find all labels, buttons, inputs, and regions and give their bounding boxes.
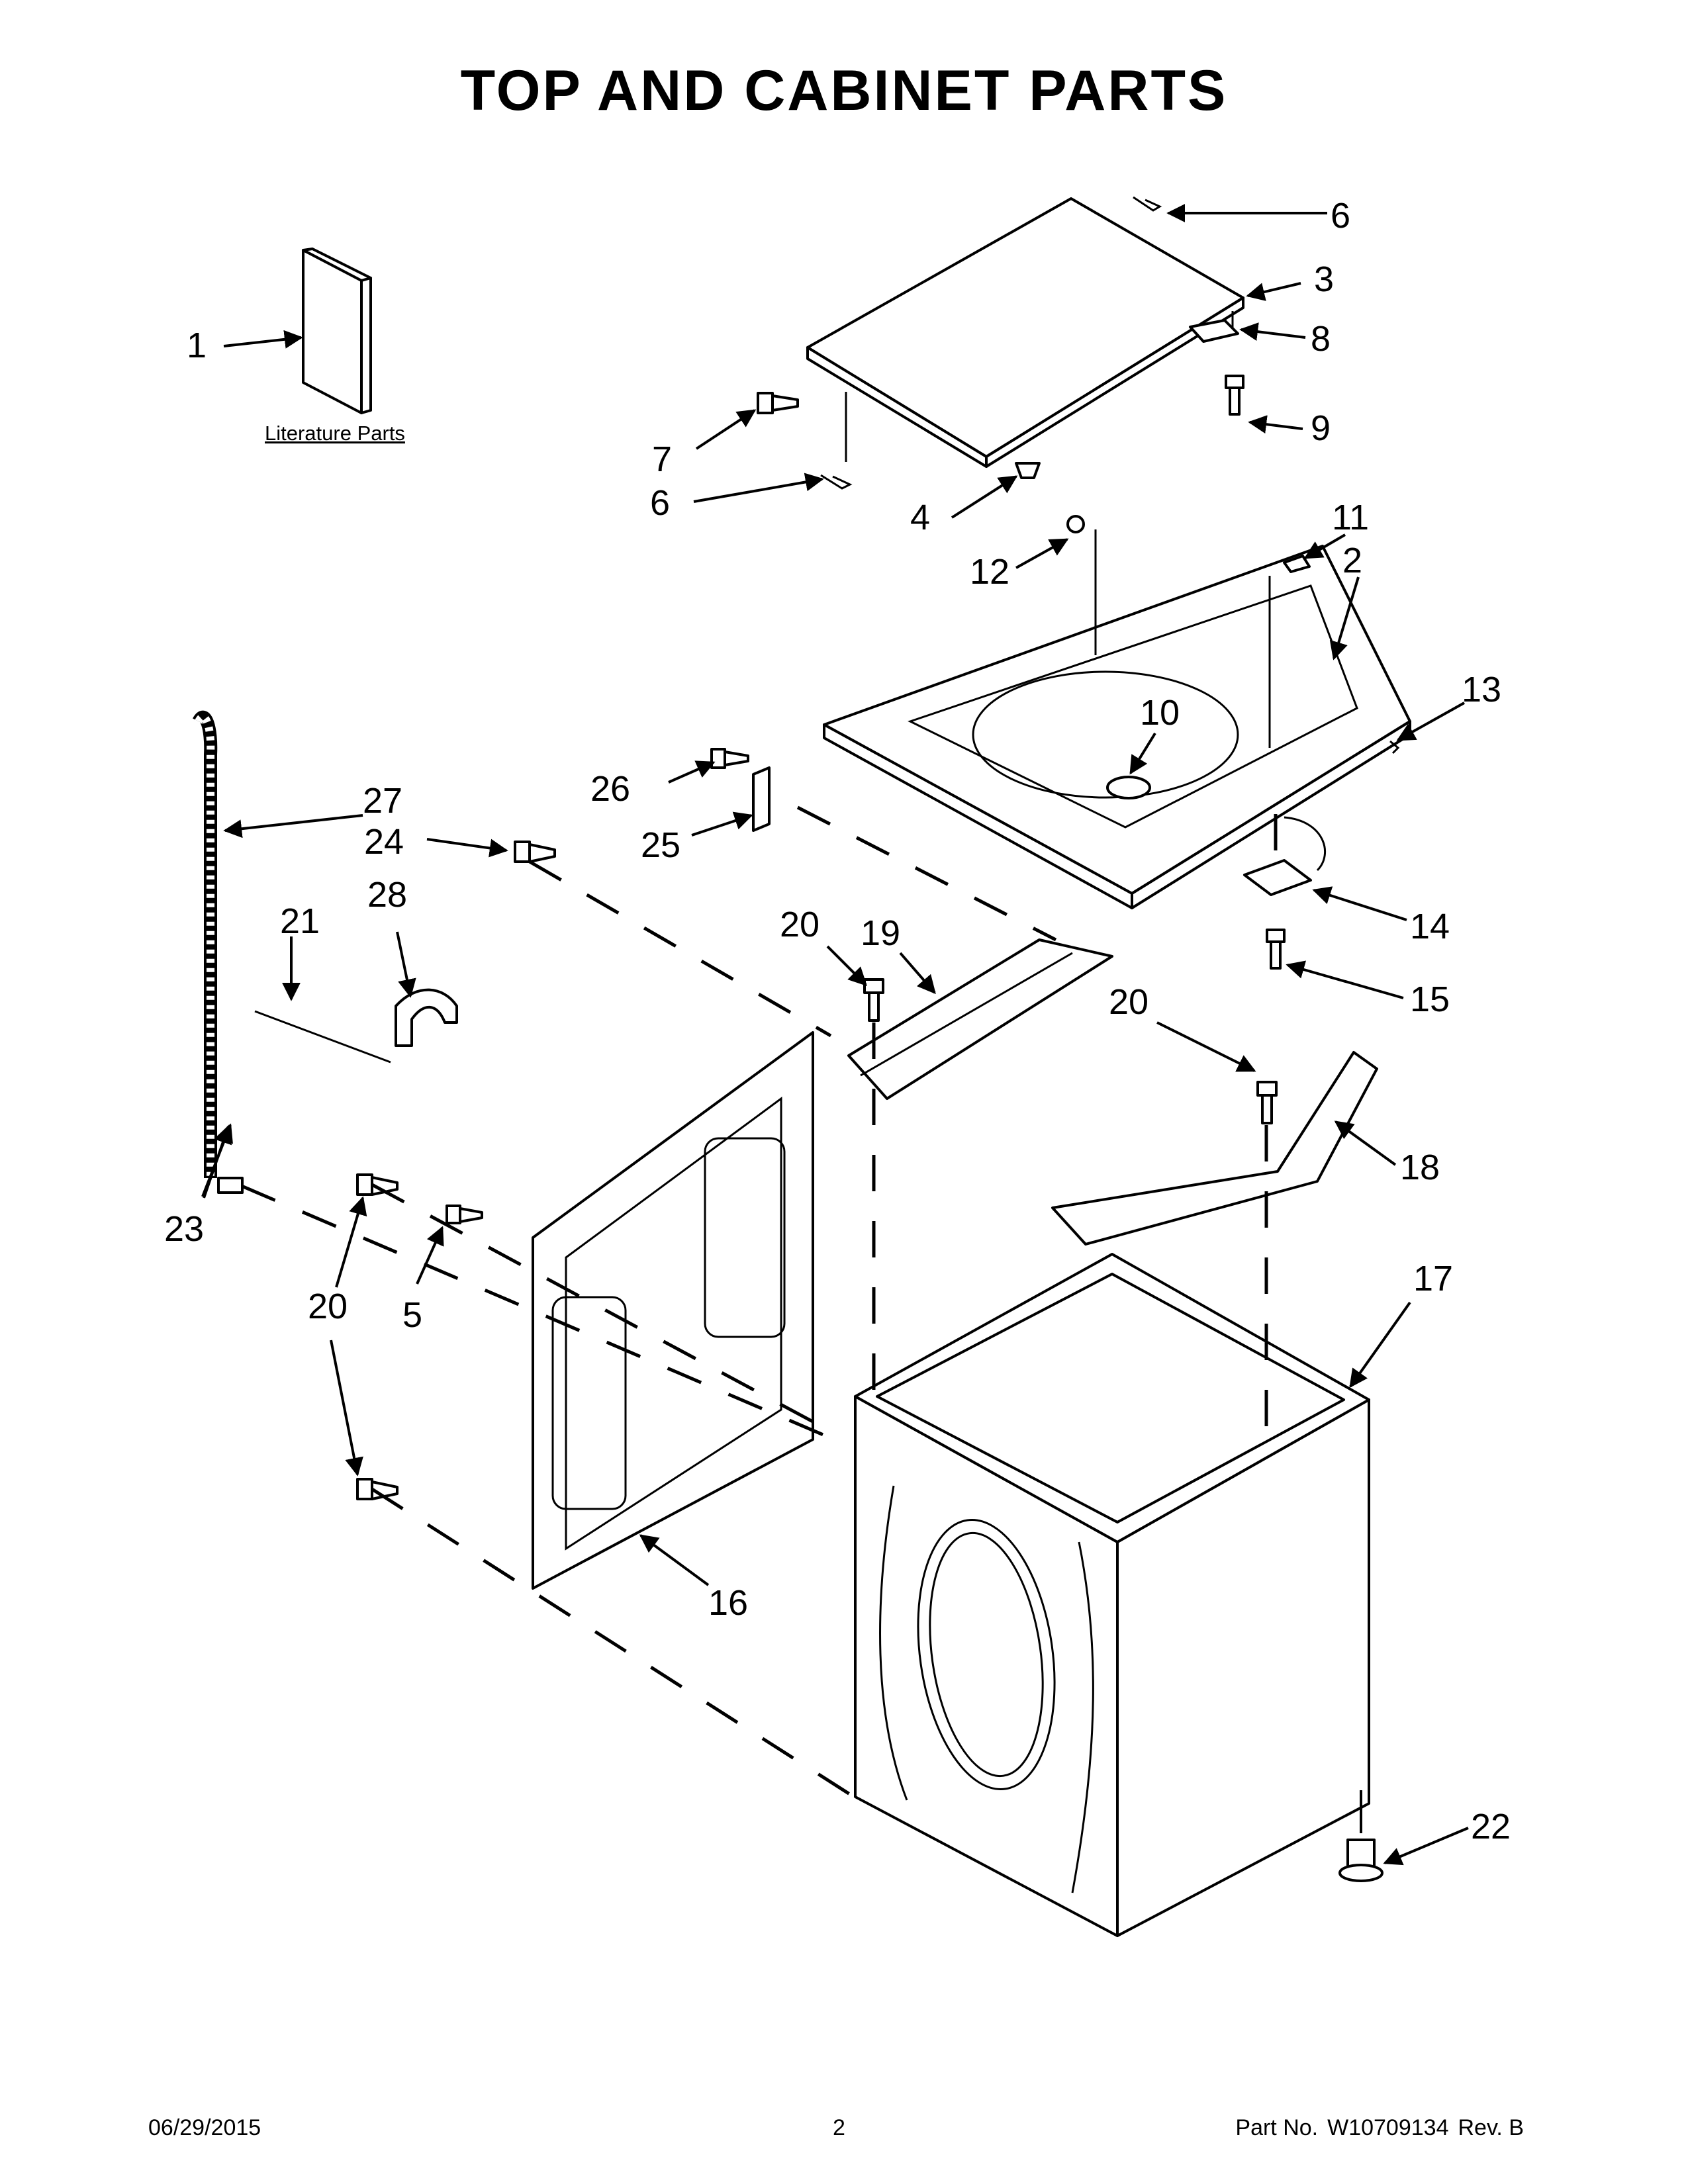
- callout-21: 21: [280, 901, 320, 941]
- literature-parts-label: Literature Parts: [265, 422, 405, 445]
- top-clip: [1389, 740, 1400, 754]
- rear-panel-screw-middle: [356, 1173, 399, 1196]
- callout-7: 7: [652, 439, 672, 479]
- callout-14: 14: [1410, 907, 1450, 946]
- hose-hook: [395, 988, 458, 1047]
- callout-17: 17: [1413, 1259, 1453, 1298]
- lid-switch-screw: [1225, 375, 1244, 416]
- rear-brace: [1051, 1051, 1378, 1246]
- part-number-label: Part No.: [1235, 2115, 1319, 2140]
- callout-20-panel: 20: [308, 1287, 348, 1326]
- lid-switch-assembly-screw: [1266, 929, 1286, 970]
- lid-hinge-pin-left: [820, 474, 853, 490]
- front-brace-screw: [863, 978, 884, 1022]
- callout-20-rear-brace: 20: [1109, 982, 1149, 1022]
- callout-15: 15: [1410, 979, 1450, 1019]
- footer-part-number: Part No. W10709134 Rev. B: [1235, 2115, 1524, 2141]
- callout-5: 5: [402, 1295, 422, 1335]
- drain-hose: [193, 710, 218, 1178]
- callout-6-top: 6: [1331, 196, 1350, 236]
- brace-bracket: [752, 766, 771, 832]
- callout-9: 9: [1311, 408, 1331, 448]
- callout-19: 19: [861, 913, 900, 953]
- footer-date: 06/29/2015: [148, 2115, 261, 2140]
- brace-screw: [710, 748, 749, 769]
- callout-28: 28: [367, 875, 407, 915]
- lid-switch-assembly: [1243, 816, 1327, 896]
- callout-20-brace: 20: [780, 905, 820, 944]
- lid-hinge-pin-top: [1133, 196, 1162, 212]
- callout-labels: 1 6 3 8 9 7 6 4 12 11 2 13 10 26 25 27 2…: [164, 196, 1511, 1846]
- lid-switch-actuator: [1283, 555, 1311, 573]
- top-panel: [823, 529, 1411, 909]
- callout-26: 26: [590, 769, 630, 809]
- lid-switch-bracket: [1189, 319, 1239, 343]
- footer-page-number: 2: [833, 2115, 845, 2140]
- front-brace: [847, 938, 1113, 1100]
- callout-25: 25: [641, 825, 680, 865]
- bleach-dispenser-cover: [1106, 776, 1151, 799]
- page-title: TOP AND CABINET PARTS: [460, 59, 1228, 122]
- callout-27: 27: [363, 781, 402, 821]
- callout-6-bottom: 6: [650, 483, 670, 523]
- lid-screw: [757, 392, 799, 414]
- callout-12: 12: [970, 552, 1009, 592]
- callout-2: 2: [1342, 541, 1362, 580]
- callout-8: 8: [1311, 319, 1331, 359]
- lid-bumper: [1015, 462, 1041, 479]
- revision-label: Rev. B: [1458, 2115, 1524, 2140]
- rear-panel-screw-small: [445, 1205, 483, 1224]
- callout-23: 23: [164, 1209, 204, 1249]
- rear-brace-screw: [1256, 1081, 1278, 1124]
- leader-arrows: [201, 204, 1469, 1866]
- callout-16: 16: [708, 1583, 748, 1623]
- callout-3: 3: [1314, 259, 1334, 299]
- top-panel-grommet: [1066, 515, 1085, 533]
- lid: [806, 197, 1244, 468]
- rear-panel: [532, 1031, 814, 1590]
- callout-22: 22: [1471, 1807, 1511, 1846]
- leveling-foot: [1338, 1790, 1383, 1882]
- part-number-value: W10709134: [1327, 2115, 1449, 2140]
- rear-panel-screw-top: [514, 841, 556, 863]
- cabinet: [854, 1253, 1370, 1937]
- callout-18: 18: [1400, 1148, 1440, 1187]
- callout-4: 4: [910, 498, 930, 537]
- literature-booklet: [302, 248, 372, 414]
- cable-tie: [254, 1010, 391, 1064]
- callout-24: 24: [364, 822, 404, 862]
- rear-panel-screw-bottom: [356, 1478, 399, 1500]
- callout-11: 11: [1332, 498, 1369, 537]
- callout-1: 1: [187, 326, 207, 365]
- drain-hose-clamp: [217, 1177, 244, 1194]
- assembly-guide-lines: [241, 805, 1278, 1799]
- callout-13: 13: [1462, 670, 1501, 709]
- callout-10: 10: [1140, 693, 1180, 733]
